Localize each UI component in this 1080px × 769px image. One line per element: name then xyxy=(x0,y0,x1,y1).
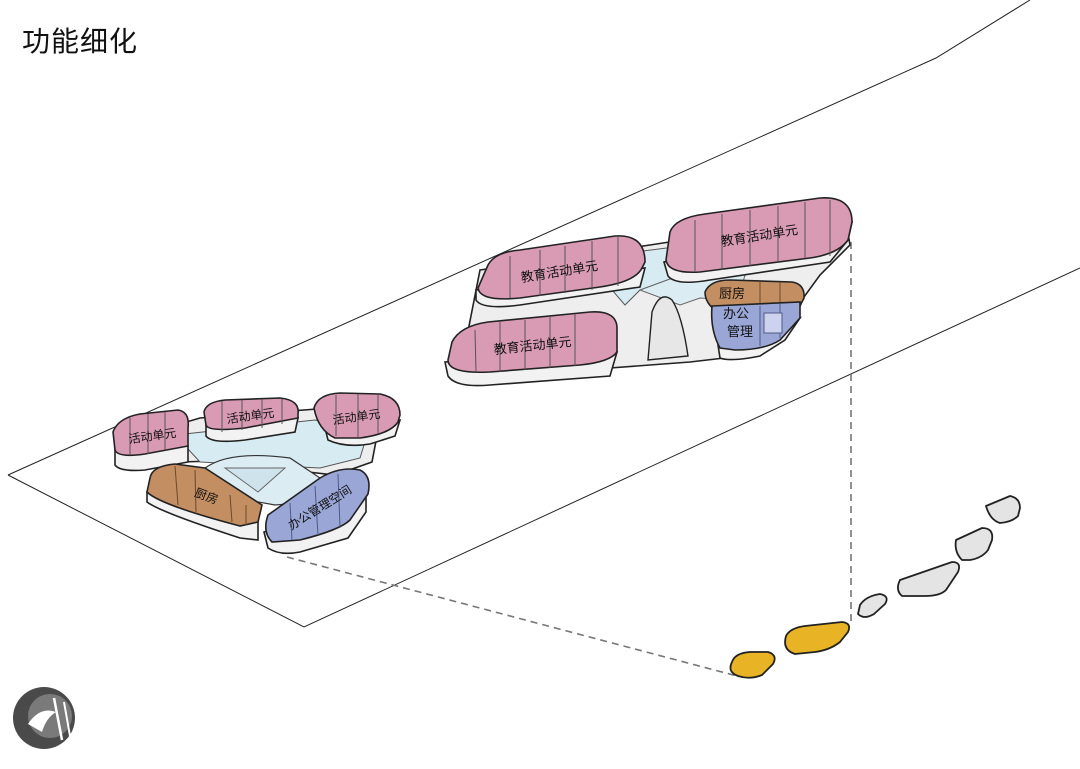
key-map xyxy=(729,495,1021,679)
key-mass-4 xyxy=(985,495,1021,524)
page-title: 功能细化 xyxy=(22,25,139,58)
education-unit-1: 教育活动单元 xyxy=(475,235,647,308)
education-unit-3: 教育活动单元 xyxy=(662,197,854,284)
key-mass-highlight-2 xyxy=(784,621,851,655)
activity-unit-label: 活动单元 xyxy=(226,406,275,427)
education-unit-2: 教育活动单元 xyxy=(444,311,619,387)
key-mass-1 xyxy=(857,593,888,618)
entry-arch xyxy=(647,296,689,361)
activity-unit-label: 活动单元 xyxy=(128,426,177,447)
right-building: 教育活动单元 教育活动单元 教育活动单元 厨房 办公 xyxy=(444,197,854,387)
office-label-line2: 管理 xyxy=(727,325,753,340)
office-label-line1: 办公 xyxy=(723,307,749,322)
site-outline xyxy=(7,0,1080,628)
key-mass-3 xyxy=(954,527,994,561)
activity-unit-1: 活动单元 xyxy=(112,409,190,472)
activity-unit-2: 活动单元 xyxy=(203,397,300,443)
office-right: 办公 管理 xyxy=(710,301,802,361)
left-building: 活动单元 活动单元 活动单元 厨房 办公管理空间 xyxy=(112,392,402,555)
activity-unit-3: 活动单元 xyxy=(313,392,402,447)
leader-lines xyxy=(286,242,852,677)
key-mass-2 xyxy=(897,561,961,597)
key-mass-highlight-1 xyxy=(729,651,776,679)
kitchen-label: 厨房 xyxy=(719,286,745,302)
kitchen-left: 厨房 xyxy=(146,463,263,541)
activity-unit-label: 活动单元 xyxy=(332,407,381,428)
studio-logo xyxy=(13,687,75,749)
